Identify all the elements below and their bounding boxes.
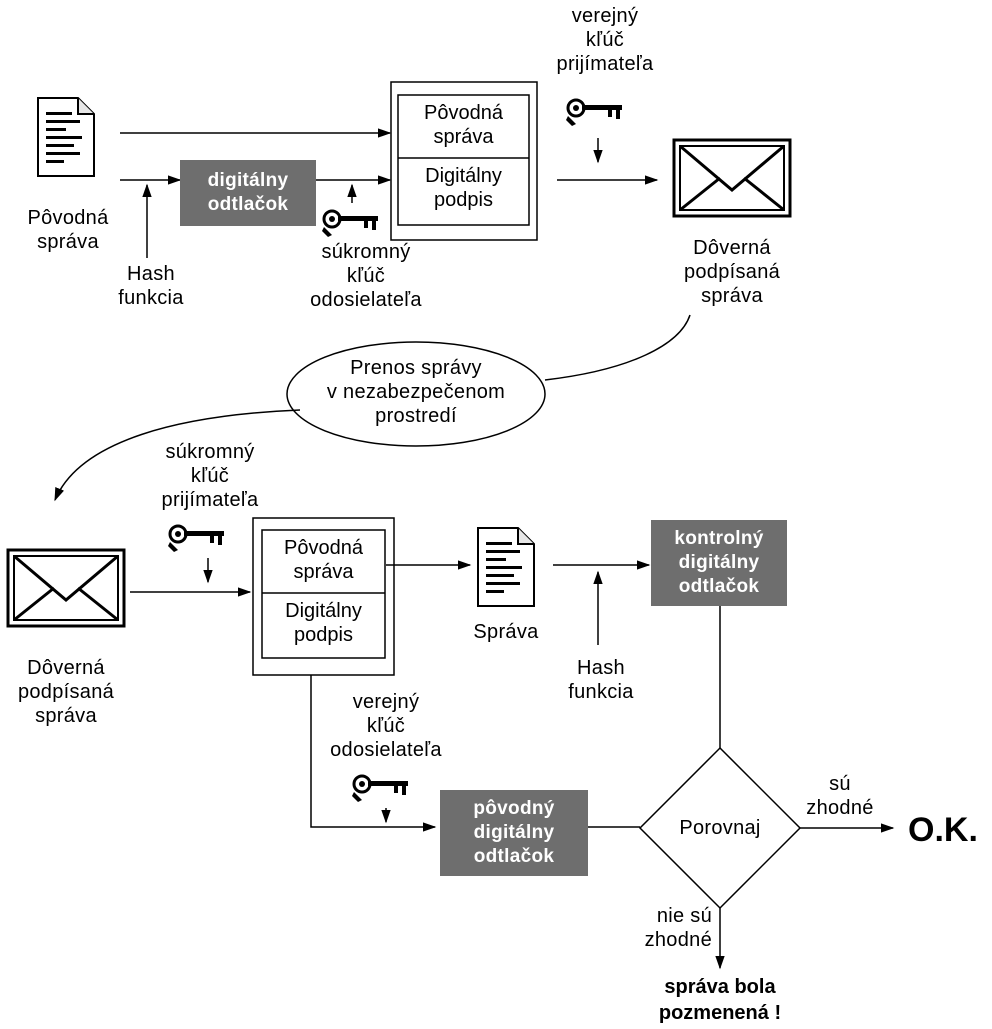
modified-warning: správa bola pozmenená ! [658, 976, 782, 1024]
transfer-curve-out [54, 409, 301, 502]
bottom-hash-label: Hash funkcia [568, 657, 634, 703]
bottom-control-fingerprint-box: kontrolný digitálny odtlačok [651, 520, 787, 606]
transfer-curve-in [544, 314, 691, 381]
top-fingerprint-box: digitálny odtlačok [180, 160, 316, 226]
top-doc-label: Pôvodná správа [27, 207, 109, 253]
bottom-box-message: Pôvodná správа [284, 537, 363, 583]
transfer-ellipse [286, 341, 546, 447]
bottom-public-key-icon [350, 774, 410, 804]
compare-label: Porovnaj [679, 817, 761, 839]
match-label: sú zhodné [806, 773, 874, 819]
transfer-label: Prenos správy v nezabezpečenom prostredí [326, 357, 506, 427]
bottom-line-signature-to-original [310, 675, 437, 832]
top-public-key-label: verejný kľúč prijímateľa [556, 5, 654, 75]
top-signed-box-inner [397, 94, 530, 226]
top-public-key-icon [564, 98, 624, 128]
top-box-message: Pôvodná správа [424, 102, 503, 148]
bottom-envelope-icon [6, 548, 126, 628]
bottom-private-key-icon [166, 524, 226, 554]
top-private-key-icon [320, 209, 380, 239]
bottom-public-key-label: verejný kľúč odosielateľa [330, 691, 442, 761]
bottom-signed-box-inner [261, 529, 386, 659]
bottom-private-key-label: súkromný kľúč prijímateľa [161, 441, 259, 511]
ok-label: O.K. [908, 811, 978, 849]
top-document-icon [37, 97, 95, 177]
bottom-envelope-label: Dôverná podpísaná správа [17, 657, 115, 727]
bottom-document-icon [477, 527, 535, 607]
nomatch-label: nie sú zhodné [644, 905, 712, 951]
bottom-box-signature: Digitálny podpis [285, 600, 362, 646]
top-hash-label: Hash funkcia [118, 263, 184, 309]
bottom-original-fingerprint-box: pôvodný digitálny odtlačok [440, 790, 588, 876]
top-envelope-label: Dôverná podpísaná správа [683, 237, 781, 307]
top-private-key-label: súkromný kľúč odosielateľa [310, 241, 422, 311]
top-box-signature: Digitálny podpis [425, 165, 502, 211]
top-envelope-icon [672, 138, 792, 218]
bottom-doc-label: Správa [473, 621, 539, 643]
